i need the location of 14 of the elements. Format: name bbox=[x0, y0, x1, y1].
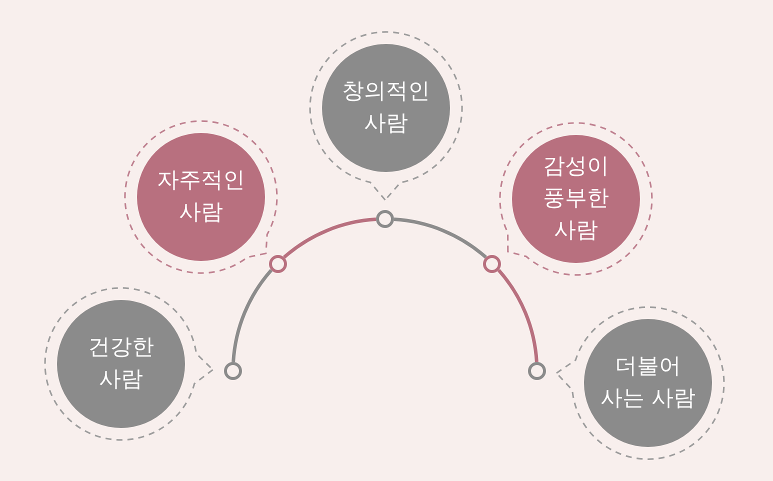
circle-label: 감성이 풍부한 사람 bbox=[542, 153, 610, 245]
arc-segment bbox=[497, 269, 538, 362]
ring-marker bbox=[268, 254, 287, 273]
ring-marker bbox=[528, 362, 546, 380]
circle-label: 창의적인 사람 bbox=[341, 78, 431, 138]
arc-segment bbox=[394, 218, 487, 259]
ring-marker bbox=[483, 254, 502, 273]
ring-marker bbox=[224, 362, 242, 380]
arc-segment bbox=[283, 218, 376, 259]
ring-marker bbox=[376, 210, 394, 228]
circle-label: 건강한 사람 bbox=[87, 334, 155, 394]
arc-segment bbox=[232, 269, 273, 362]
circle-label: 자주적인 사람 bbox=[156, 167, 246, 227]
circle-label: 더불어 사는 사람 bbox=[600, 353, 696, 413]
